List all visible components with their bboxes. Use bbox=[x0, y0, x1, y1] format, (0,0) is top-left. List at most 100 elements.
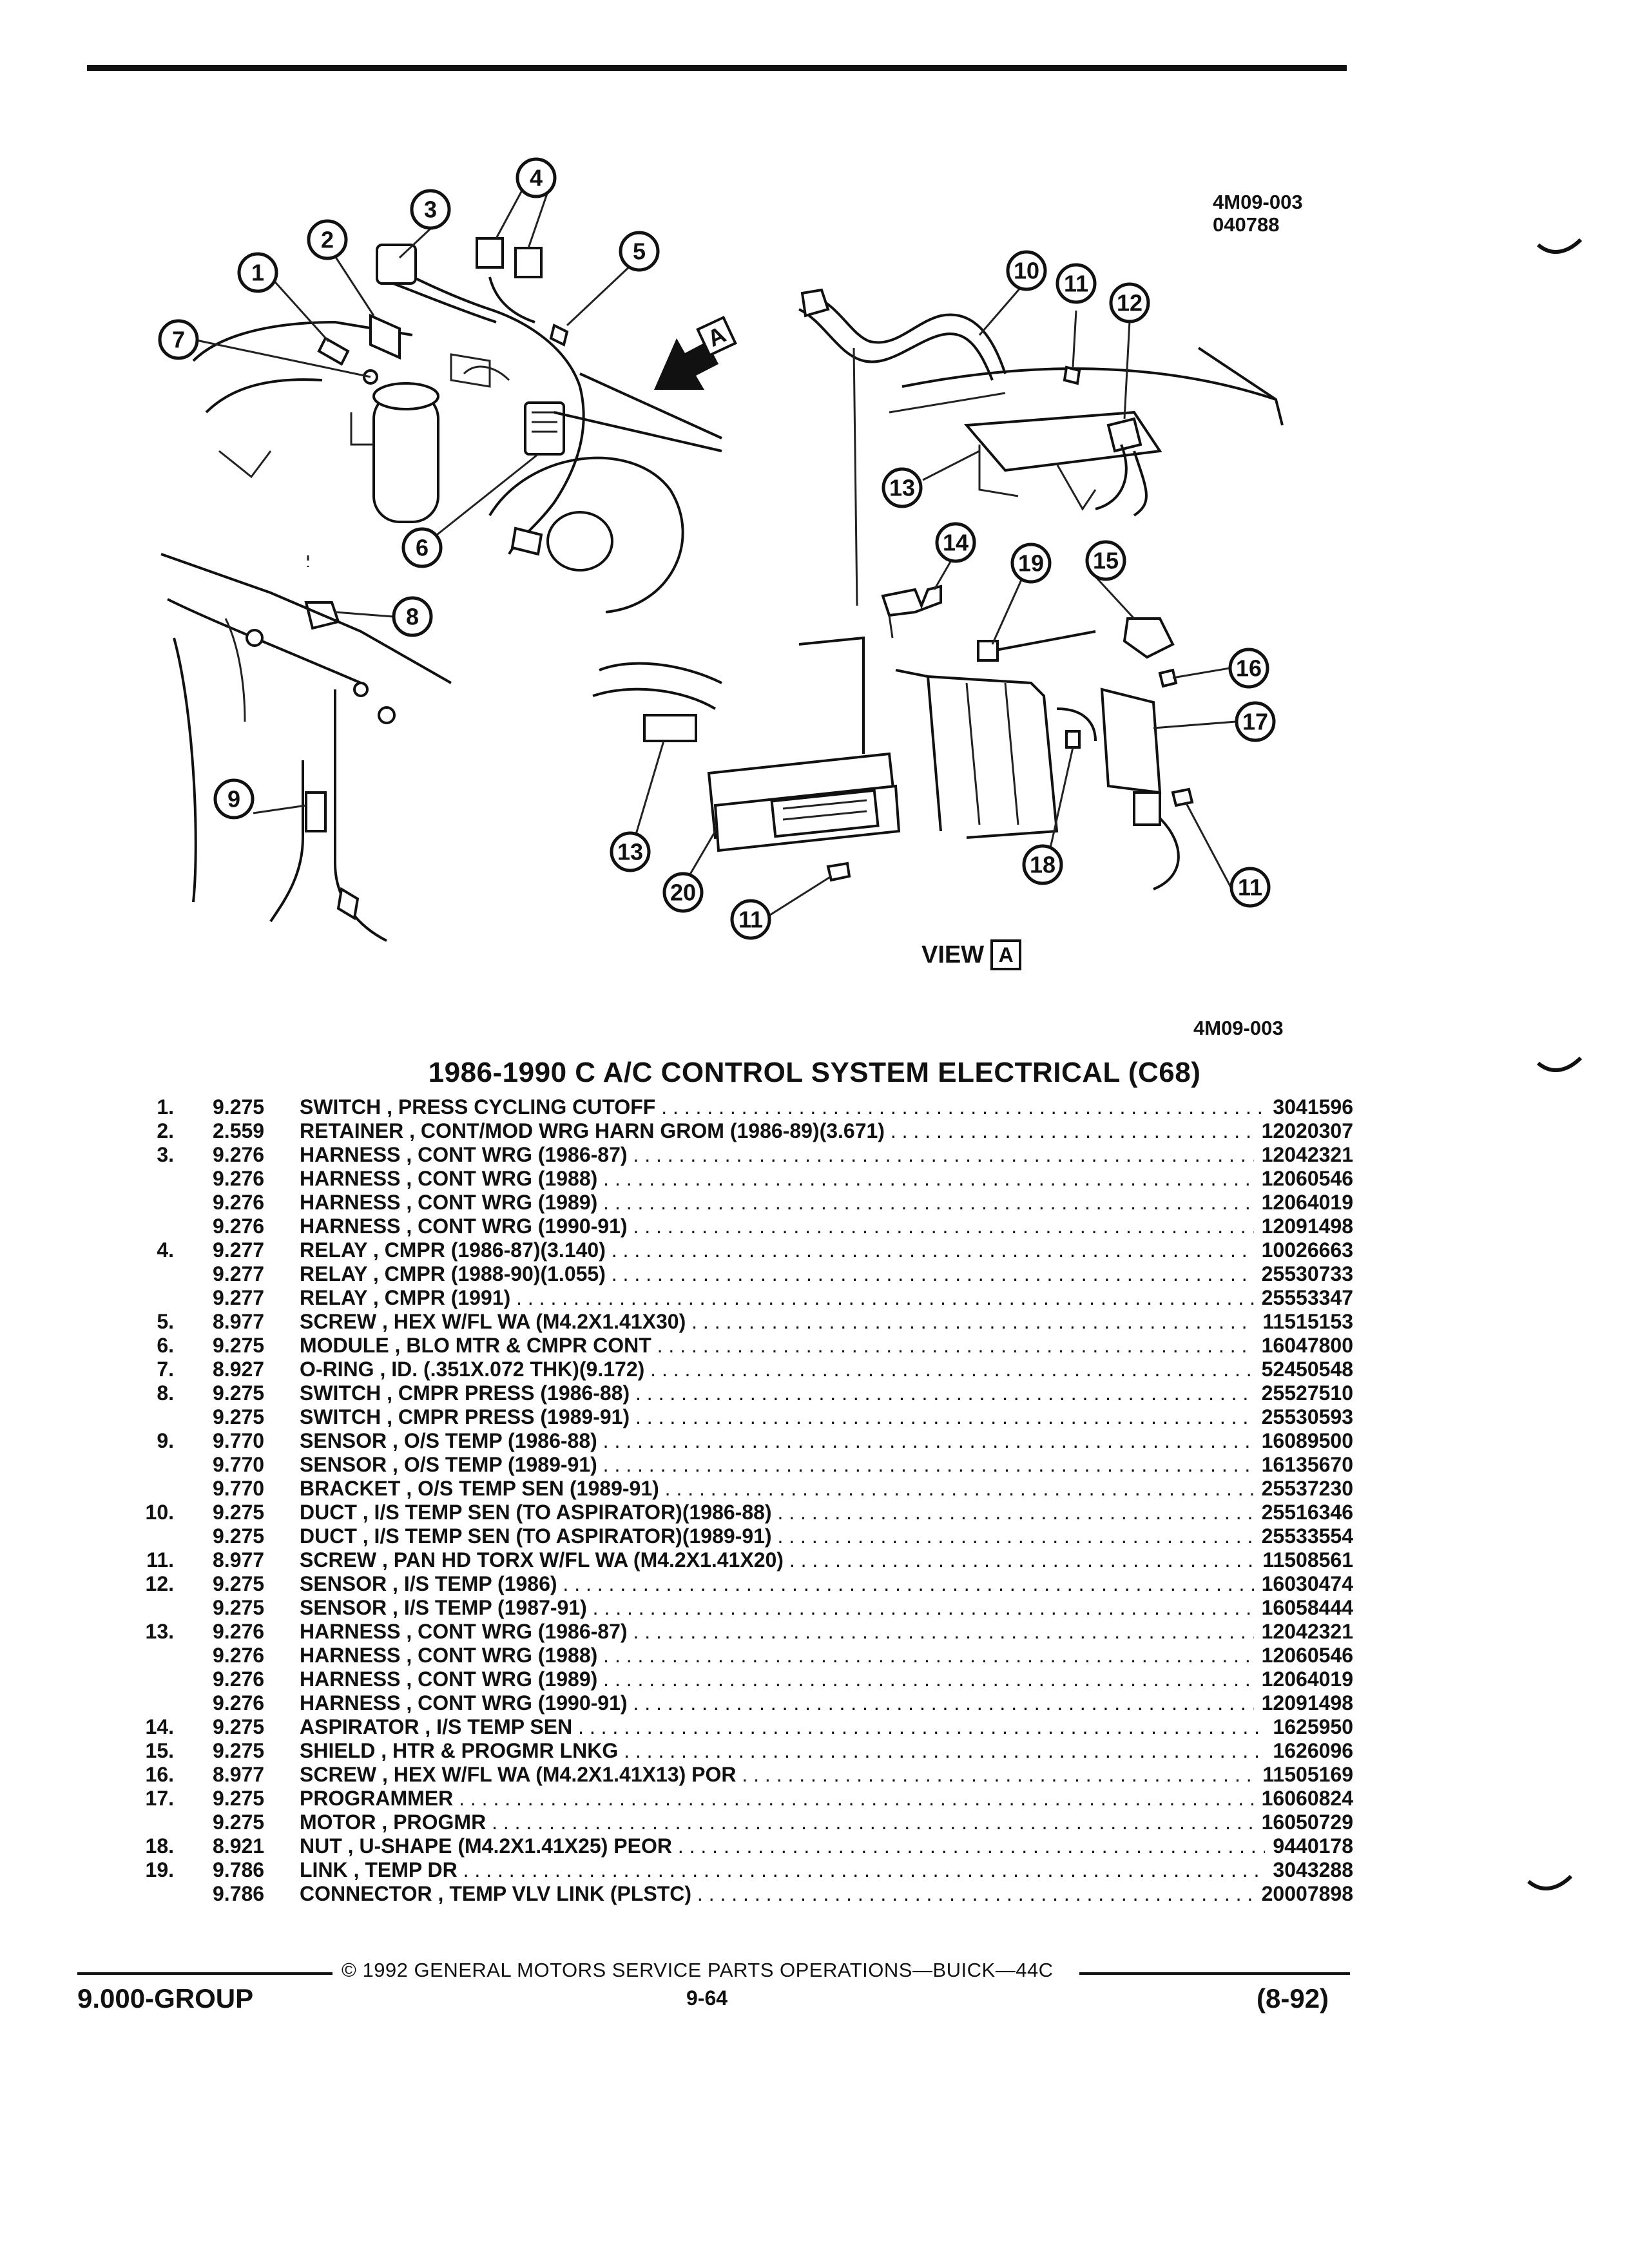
callout-9: 9 bbox=[213, 778, 255, 820]
part-description: SHIELD , HTR & PROGMR LNKG bbox=[300, 1739, 1324, 1763]
aspirator bbox=[881, 584, 942, 617]
group-number: 9.275 bbox=[213, 1596, 265, 1619]
item-number: 17. bbox=[145, 1787, 174, 1810]
part-description: HARNESS , CONT WRG (1988) bbox=[300, 1167, 1324, 1191]
svg-text:12: 12 bbox=[1117, 290, 1142, 316]
part-number: 12060546 bbox=[1253, 1644, 1353, 1667]
part-description: SCREW , PAN HD TORX W/FL WA (M4.2X1.41X2… bbox=[300, 1548, 1324, 1572]
callout-5: 5 bbox=[619, 231, 660, 272]
svg-text:2: 2 bbox=[321, 227, 334, 253]
reference-code-line2: 040788 bbox=[1213, 213, 1280, 236]
screw-hex bbox=[549, 323, 569, 347]
svg-text:3: 3 bbox=[424, 197, 437, 223]
callout-6: 6 bbox=[401, 527, 443, 568]
view-label-text: VIEW bbox=[921, 941, 985, 968]
svg-text:14: 14 bbox=[943, 530, 969, 556]
callout-11-lower: 11 bbox=[730, 899, 771, 940]
part-number: 12042321 bbox=[1253, 1143, 1353, 1167]
harness-connector bbox=[376, 244, 417, 285]
svg-text:11: 11 bbox=[1064, 271, 1088, 297]
callout-17: 17 bbox=[1235, 701, 1276, 742]
part-number: 25530733 bbox=[1253, 1262, 1353, 1286]
part-description: HARNESS , CONT WRG (1990-91) bbox=[300, 1215, 1324, 1238]
group-number: 9.770 bbox=[213, 1477, 265, 1500]
screw-torx-upper bbox=[1063, 365, 1081, 385]
item-number: 8. bbox=[157, 1381, 174, 1405]
callout-13-upper: 13 bbox=[882, 467, 923, 508]
part-description: HARNESS , CONT WRG (1988) bbox=[300, 1644, 1324, 1667]
part-number: 12060546 bbox=[1253, 1167, 1353, 1191]
diagram-reference-code: 4M09-003 040788 bbox=[1213, 191, 1303, 236]
part-number: 16060824 bbox=[1253, 1787, 1353, 1811]
part-description: HARNESS , CONT WRG (1986-87) bbox=[300, 1620, 1324, 1644]
parts-row: 17.9.275PROGRAMMER16060824 bbox=[129, 1787, 1353, 1811]
svg-text:17: 17 bbox=[1242, 709, 1268, 735]
part-number: 10026663 bbox=[1253, 1238, 1353, 1262]
svg-text:11: 11 bbox=[1238, 874, 1262, 901]
group-number: 8.977 bbox=[213, 1310, 265, 1333]
callout-12: 12 bbox=[1109, 282, 1150, 323]
outside-temp-sensor bbox=[305, 791, 327, 832]
copyright-notice: © 1992 GENERAL MOTORS SERVICE PARTS OPER… bbox=[342, 1959, 1054, 1981]
group-number: 9.275 bbox=[213, 1572, 265, 1595]
exploded-parts-diagram: A bbox=[0, 0, 1629, 979]
svg-text:13: 13 bbox=[617, 839, 643, 865]
view-a-arrow: A bbox=[654, 316, 737, 390]
callout-7: 7 bbox=[158, 319, 199, 360]
part-number: 12020307 bbox=[1253, 1119, 1353, 1143]
svg-text:8: 8 bbox=[406, 604, 419, 630]
instrument-panel-illustration bbox=[592, 288, 1284, 890]
item-number: 5. bbox=[157, 1310, 174, 1333]
part-number: 12064019 bbox=[1253, 1667, 1353, 1691]
parts-row: 5. 8.977 SCREW , HEX W/FL WA (M4.2X1.41X30… bbox=[129, 1310, 1353, 1334]
part-description: RETAINER , CONT/MOD WRG HARN GROM (1986-… bbox=[300, 1119, 1324, 1143]
svg-text:20: 20 bbox=[670, 879, 696, 906]
parts-row: 9.276 HARNESS , CONT WRG (1988)12060546 bbox=[129, 1644, 1353, 1667]
group-number: 9.276 bbox=[213, 1644, 265, 1667]
svg-text:1: 1 bbox=[251, 260, 264, 286]
part-number: 25553347 bbox=[1253, 1286, 1353, 1310]
group-number: 9.275 bbox=[213, 1381, 265, 1405]
svg-text:19: 19 bbox=[1018, 550, 1044, 577]
callout-19: 19 bbox=[1010, 543, 1052, 584]
part-number: 25530593 bbox=[1253, 1405, 1353, 1429]
pressure-cycling-switch bbox=[317, 336, 350, 366]
callout-markers: 1 2 3 4 5 6 7 8 9 10 11 12 13 14 19 15 1… bbox=[158, 157, 1276, 940]
part-number: 25537230 bbox=[1253, 1477, 1353, 1501]
callout-13-lower: 13 bbox=[610, 831, 651, 872]
part-number: 3043288 bbox=[1265, 1858, 1353, 1882]
item-number: 3. bbox=[157, 1143, 174, 1166]
view-label-letter: A bbox=[990, 939, 1022, 970]
part-description: MODULE , BLO MTR & CMPR CONT bbox=[300, 1334, 1324, 1358]
callout-1: 1 bbox=[237, 252, 278, 293]
part-description: PROGRAMMER bbox=[300, 1787, 1324, 1811]
group-number: 9.786 bbox=[213, 1858, 265, 1881]
svg-text:10: 10 bbox=[1014, 258, 1039, 284]
callout-10: 10 bbox=[1006, 250, 1047, 291]
part-number: 16058444 bbox=[1253, 1596, 1353, 1620]
group-number: 9.275 bbox=[213, 1739, 265, 1762]
page-number: 9-64 bbox=[686, 1986, 728, 2010]
group-number: 9.786 bbox=[213, 1882, 265, 1905]
callout-11-upper: 11 bbox=[1055, 263, 1097, 304]
part-number: 16047800 bbox=[1253, 1334, 1353, 1358]
part-description: CONNECTOR , TEMP VLV LINK (PLSTC) bbox=[300, 1882, 1324, 1906]
part-number: 16135670 bbox=[1253, 1453, 1353, 1477]
programmer-motor bbox=[1133, 791, 1161, 826]
item-number: 19. bbox=[145, 1858, 174, 1881]
blower-compressor-module bbox=[524, 401, 565, 456]
svg-text:16: 16 bbox=[1236, 655, 1262, 682]
part-description: SCREW , HEX W/FL WA (M4.2X1.41X30) bbox=[300, 1310, 1324, 1334]
